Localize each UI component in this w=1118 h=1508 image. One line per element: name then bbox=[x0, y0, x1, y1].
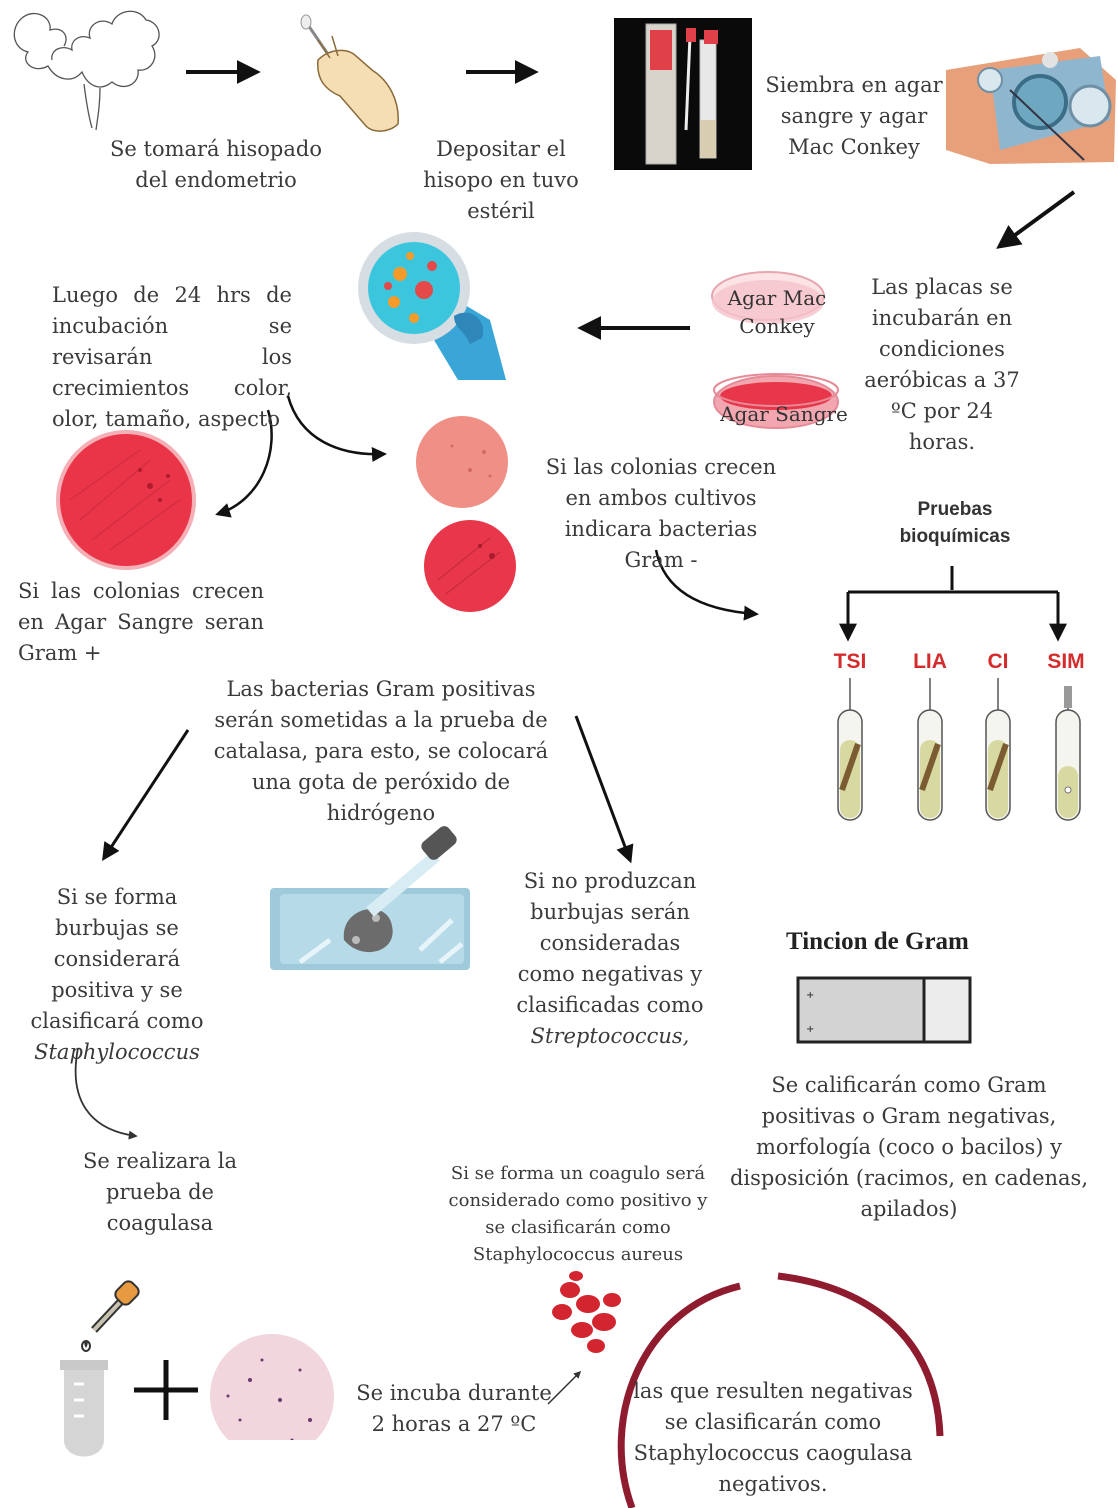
tsi-tube bbox=[837, 678, 863, 821]
coagulase-tube-icon bbox=[60, 1340, 108, 1457]
burbujas-genus: Staphylococcus bbox=[34, 1040, 200, 1064]
petri-magnifier-icon bbox=[358, 232, 506, 380]
blood-agar-small-plate bbox=[424, 520, 516, 612]
step-no-burbujas: Si no produzcan burbujas serán considera… bbox=[508, 866, 712, 1052]
swab-tube-photo bbox=[614, 18, 752, 170]
svg-text:+: + bbox=[806, 1024, 814, 1035]
pruebas-bracket bbox=[839, 566, 1067, 642]
test-label-sim: SIM bbox=[1047, 650, 1085, 673]
svg-text:+: + bbox=[806, 990, 814, 1001]
arrow-5 bbox=[215, 409, 273, 518]
ci-tube bbox=[985, 678, 1011, 821]
step-siembra: Siembra en agar sangre y agar Mac Conkey bbox=[765, 73, 943, 159]
red-blood-cells-icon bbox=[552, 1271, 621, 1353]
step-hisopado: Se tomará hisopado del endometrio bbox=[110, 137, 322, 192]
arrow-8 bbox=[102, 729, 190, 862]
step-gram-positive: Si las colonias crecen en Agar Sangre se… bbox=[18, 579, 264, 665]
pruebas-title: Pruebas bioquímicas bbox=[899, 499, 1011, 547]
step-incuba: Se incuba durante 2 horas a 27 ºC bbox=[356, 1381, 552, 1436]
arrow-9 bbox=[574, 715, 634, 864]
uterus-icon bbox=[13, 10, 160, 131]
mac-conkey-colony-plate bbox=[416, 416, 508, 508]
step-coagulasa: Se realizara la prueba de coagulasa bbox=[83, 1149, 237, 1235]
tincion-title: Tincion de Gram bbox=[786, 928, 969, 955]
arrow-6 bbox=[286, 395, 387, 463]
mac-conkey-plate bbox=[711, 271, 825, 324]
arrow-11 bbox=[547, 1370, 582, 1405]
step-incubacion: Las placas se incubarán en condiciones a… bbox=[864, 275, 1020, 454]
step-catalasa: Las bacterias Gram positivas serán somet… bbox=[213, 677, 549, 825]
step-coagulo: Si se forma un coagulo será considerado … bbox=[448, 1163, 708, 1265]
no-burbujas-text: Si no produzcan burbujas serán considera… bbox=[516, 869, 704, 1017]
arrow-7 bbox=[654, 549, 759, 621]
inoculation-illustration bbox=[946, 48, 1116, 164]
label-sangre: Agar Sangre bbox=[720, 402, 848, 426]
step-revision: Luego de 24 hrs de incubación se revisar… bbox=[52, 283, 292, 431]
burbujas-text: Si se forma burbujas se considerará posi… bbox=[30, 885, 204, 1033]
step-depositar: Depositar el hisopo en tuvo estéril bbox=[423, 137, 579, 223]
step-negativas: las que resulten negativas se clasificar… bbox=[633, 1379, 913, 1496]
test-label-ci: CI bbox=[987, 650, 1009, 673]
catalase-slide-icon bbox=[270, 826, 470, 970]
step-burbujas: Si se forma burbujas se considerará posi… bbox=[10, 882, 224, 1068]
microscope-field-image bbox=[210, 1334, 334, 1464]
sim-tube bbox=[1055, 686, 1081, 821]
arrow-10 bbox=[74, 1047, 138, 1140]
dropper-icon bbox=[91, 1280, 140, 1333]
lia-tube bbox=[917, 678, 943, 821]
step-gram-desc: Se calificarán como Gram positivas o Gra… bbox=[729, 1073, 1089, 1221]
no-burbujas-genus: Streptococcus, bbox=[530, 1024, 690, 1048]
plus-icon bbox=[134, 1360, 198, 1420]
test-label-lia: LIA bbox=[913, 650, 947, 673]
label-mac-conkey: Agar Mac Conkey bbox=[727, 286, 827, 338]
test-label-tsi: TSI bbox=[833, 650, 867, 673]
arrow-3 bbox=[996, 190, 1076, 249]
sangre-plate bbox=[713, 373, 839, 429]
gram-slide-icon: + + bbox=[796, 976, 972, 1044]
hand-swab-icon bbox=[300, 14, 399, 132]
step-gram-negative: Si las colonias crecen en ambos cultivos… bbox=[545, 455, 777, 572]
blood-agar-colony-plate bbox=[56, 430, 196, 570]
decorative-arc bbox=[617, 1272, 944, 1508]
